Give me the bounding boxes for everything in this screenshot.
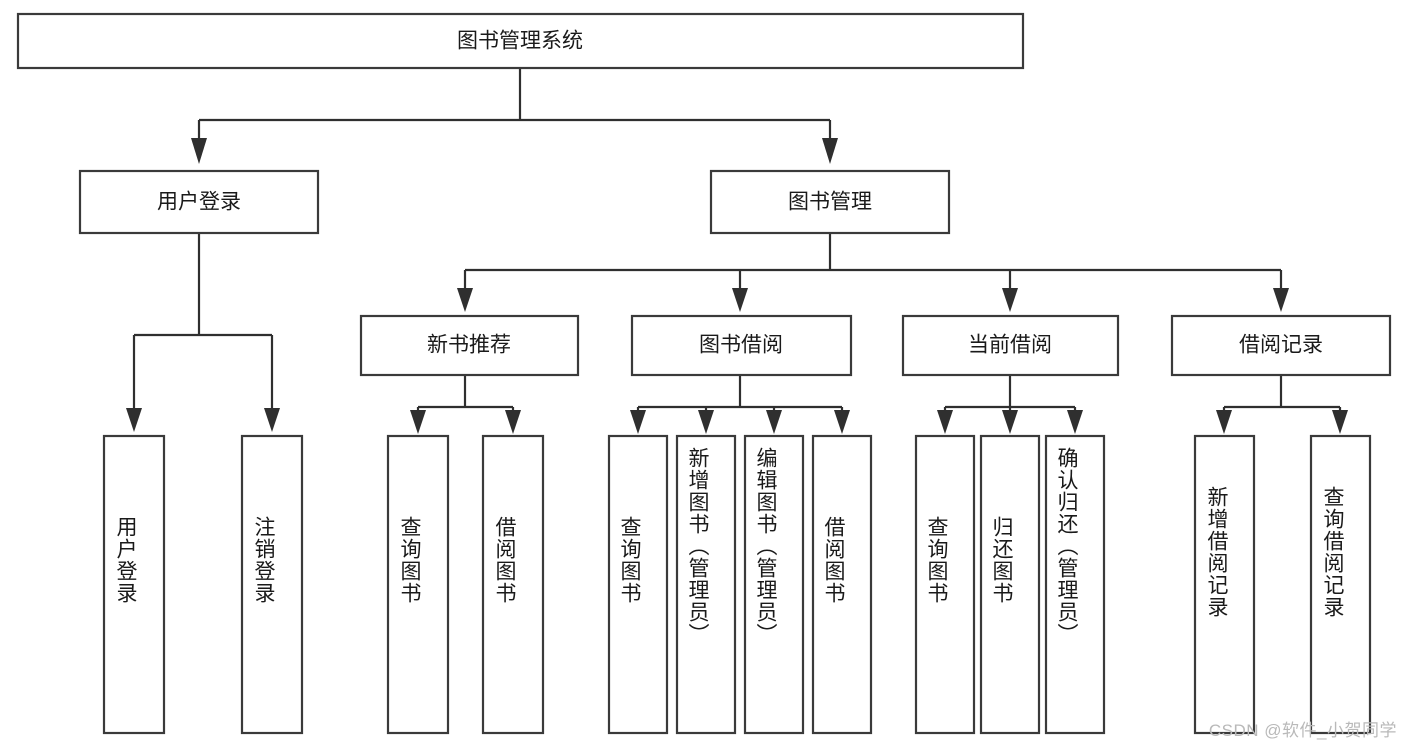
node-root-label: 图书管理系统 (457, 30, 583, 53)
leaf-boxes-new-book-rec (386, 434, 545, 735)
node-book-borrow-box[interactable] (630, 314, 853, 377)
arrow-book-borrow-leaf-1-icon (698, 410, 714, 434)
leaf-box-user-login-1[interactable] (240, 434, 304, 735)
node-user-login[interactable]: 用户登录 (78, 169, 320, 235)
connector-group-user-login (126, 233, 280, 432)
arrow-user-login-leaf-0-icon (126, 408, 142, 432)
leaf-box-book-borrow-3[interactable] (811, 434, 873, 735)
node-current-borrow-box[interactable] (901, 314, 1120, 377)
node-new-book-rec-box[interactable] (359, 314, 580, 377)
node-book-manage-box[interactable] (709, 169, 951, 235)
connector-group-borrow-record (1216, 375, 1348, 434)
leaf-box-book-borrow-0[interactable] (607, 434, 669, 735)
arrow-current-borrow-leaf-0-icon (937, 410, 953, 434)
connector-group-book-manage (457, 233, 1289, 312)
leaf-box-user-login-0[interactable] (102, 434, 166, 735)
connector-group-current-borrow (937, 375, 1083, 434)
node-book-borrow[interactable]: 图书借阅 (630, 314, 853, 377)
node-user-login-label: 用户登录 (157, 191, 241, 214)
node-root[interactable]: 图书管理系统 (16, 12, 1025, 70)
node-borrow-record-box[interactable] (1170, 314, 1392, 377)
arrow-current-borrow-leaf-1-icon (1002, 410, 1018, 434)
leaf-boxes-current-borrow (914, 434, 1106, 735)
arrow-book-manage-to-new-book-icon (457, 288, 473, 312)
leaf-box-borrow-record-1[interactable] (1309, 434, 1372, 735)
arrow-user-login-leaf-1-icon (264, 408, 280, 432)
connector-group-book-borrow (630, 375, 850, 434)
leaf-box-current-borrow-0[interactable] (914, 434, 976, 735)
leaf-boxes-user-login (102, 434, 304, 735)
node-new-book-rec-label: 新书推荐 (427, 334, 511, 357)
node-borrow-record-label: 借阅记录 (1239, 334, 1323, 357)
arrow-new-book-rec-leaf-0-icon (410, 410, 426, 434)
leaf-box-book-borrow-2[interactable] (743, 434, 805, 735)
arrow-new-book-rec-leaf-1-icon (505, 410, 521, 434)
arrow-book-borrow-leaf-0-icon (630, 410, 646, 434)
watermark: CSDN @软件_小贺同学 (1208, 721, 1397, 740)
leaf-boxes-book-borrow (607, 434, 873, 735)
node-root-box[interactable] (16, 12, 1025, 70)
node-borrow-record[interactable]: 借阅记录 (1170, 314, 1392, 377)
node-book-manage[interactable]: 图书管理 (709, 169, 951, 235)
node-current-borrow[interactable]: 当前借阅 (901, 314, 1120, 377)
leaf-box-new-book-rec-1[interactable] (481, 434, 545, 735)
arrow-book-borrow-leaf-3-icon (834, 410, 850, 434)
arrow-book-manage-to-current-borrow-icon (1002, 288, 1018, 312)
arrow-book-manage-to-book-borrow-icon (732, 288, 748, 312)
connector-group-root (191, 68, 838, 164)
connector-group-new-book-rec (410, 375, 521, 434)
arrow-current-borrow-leaf-2-icon (1067, 410, 1083, 434)
node-book-borrow-label: 图书借阅 (699, 334, 783, 357)
leaf-box-borrow-record-0[interactable] (1193, 434, 1256, 735)
arrow-borrow-record-leaf-0-icon (1216, 410, 1232, 434)
node-current-borrow-label: 当前借阅 (968, 334, 1052, 357)
leaf-box-book-borrow-1[interactable] (675, 434, 737, 735)
arrow-borrow-record-leaf-1-icon (1332, 410, 1348, 434)
arrow-book-manage-to-borrow-record-icon (1273, 288, 1289, 312)
leaf-box-new-book-rec-0[interactable] (386, 434, 450, 735)
node-user-login-box[interactable] (78, 169, 320, 235)
leaf-box-current-borrow-1[interactable] (979, 434, 1041, 735)
node-new-book-rec[interactable]: 新书推荐 (359, 314, 580, 377)
node-book-manage-label: 图书管理 (788, 191, 872, 214)
arrow-book-borrow-leaf-2-icon (766, 410, 782, 434)
leaf-boxes-borrow-record (1193, 434, 1372, 735)
arrow-root-to-user-login-icon (191, 138, 207, 164)
leaf-box-current-borrow-2[interactable] (1044, 434, 1106, 735)
arrow-root-to-book-manage-icon (822, 138, 838, 164)
